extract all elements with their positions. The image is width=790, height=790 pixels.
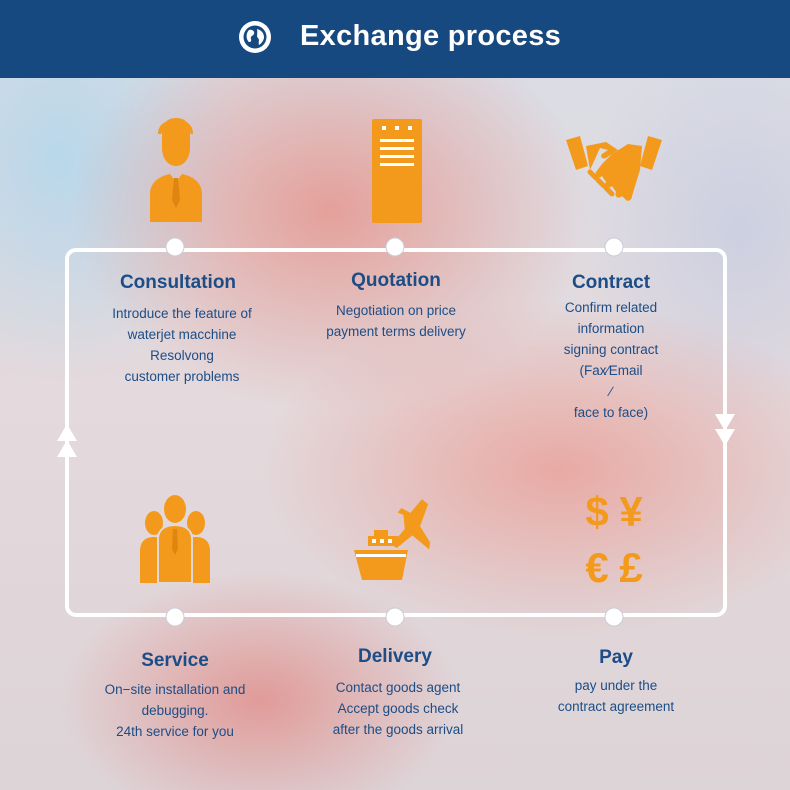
description-line: contract agreement	[557, 699, 675, 714]
consultation-description: Introduce the feature of waterjet macchi…	[62, 303, 302, 387]
person-icon	[150, 118, 202, 222]
quotation-title: Quotation	[351, 270, 441, 291]
delivery-description: Contact goods agent Accept goods check a…	[288, 677, 508, 740]
handshake-icon	[566, 136, 662, 201]
description-line: Introduce the feature of	[112, 306, 252, 321]
description-line: after the goods arrival	[332, 722, 464, 737]
description-line: signing contract	[563, 342, 659, 357]
description-line: face to face)	[573, 405, 649, 420]
description-line: information	[577, 321, 645, 336]
arrow-down-icon	[715, 414, 735, 446]
node-quotation	[385, 237, 405, 257]
description-line: On−site installation and	[104, 682, 246, 697]
page-title: Exchange process	[300, 20, 562, 52]
node-contract	[604, 237, 624, 257]
description-line: debugging.	[141, 703, 209, 718]
pay-description: pay under the contract agreement	[516, 675, 716, 717]
delivery-title: Delivery	[358, 646, 432, 667]
service-title: Service	[141, 650, 209, 671]
currency-euro: €	[585, 544, 608, 588]
description-line: 24th service for you	[116, 724, 234, 739]
contract-title: Contract	[571, 272, 651, 293]
description-line: (Fax∕Email	[579, 363, 643, 378]
document-icon	[372, 119, 422, 223]
description-line: Accept goods check	[337, 701, 459, 716]
node-service	[165, 607, 185, 627]
description-line: Contact goods agent	[335, 680, 461, 695]
ship-and-plane-icon	[354, 499, 431, 580]
quotation-description: Negotiation on price payment terms deliv…	[286, 300, 506, 342]
currency-icon: $ ¥ € £	[585, 488, 643, 588]
description-line: Confirm related	[564, 300, 658, 315]
group-icon	[140, 495, 210, 583]
node-consultation	[165, 237, 185, 257]
currency-yen: ¥	[619, 488, 643, 535]
globe-icon	[239, 21, 271, 53]
description-line: Negotiation on price	[335, 303, 457, 318]
description-line: payment terms delivery	[326, 324, 466, 339]
header-bar: Exchange process	[0, 0, 790, 78]
currency-dollar: $	[585, 488, 608, 535]
currency-pound: £	[619, 544, 642, 588]
arrow-up-icon	[57, 424, 77, 457]
pay-title: Pay	[599, 647, 633, 668]
description-line: ∕	[609, 384, 613, 399]
description-line: Resolvong	[150, 348, 214, 363]
description-line: waterjet macchine	[127, 327, 237, 342]
description-line: pay under the	[574, 678, 658, 693]
node-delivery	[385, 607, 405, 627]
description-line: customer problems	[124, 369, 240, 384]
consultation-title: Consultation	[119, 272, 237, 293]
node-pay	[604, 607, 624, 627]
service-description: On−site installation and debugging. 24th…	[55, 679, 295, 742]
contract-description: Confirm related information signing cont…	[511, 297, 711, 423]
